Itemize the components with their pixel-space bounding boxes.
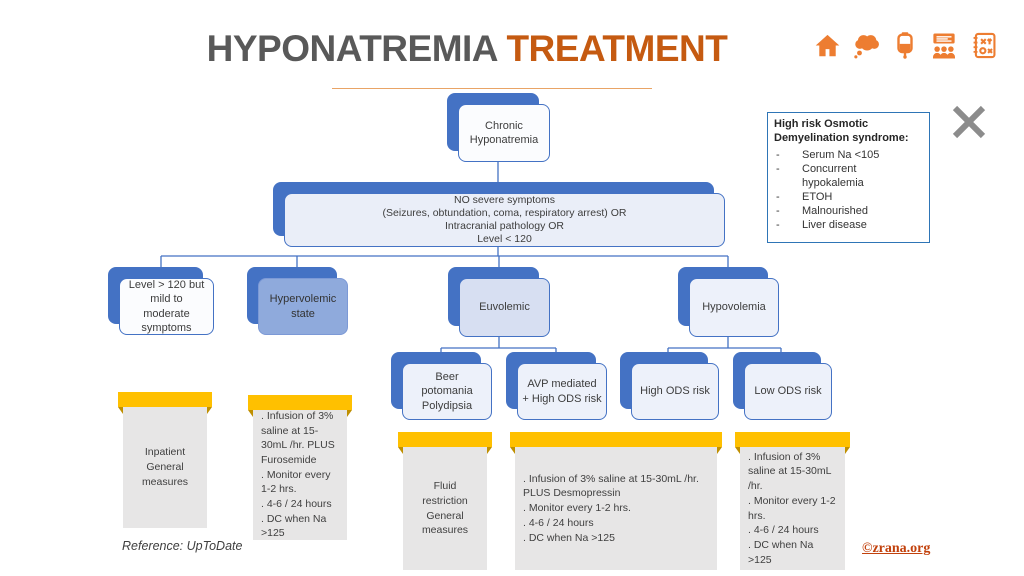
node-label: Chronic Hyponatremia [458,104,550,162]
node-beer-potomania[interactable]: Beer potomania Polydipsia [391,352,492,420]
treatment-hypervolemic: . Infusion of 3% saline at 15-30mL /hr. … [248,395,352,540]
ods-item-text: ETOH [802,190,833,203]
treatment-avp-mediated: . Infusion of 3% saline at 15-30mL /hr. … [510,432,722,570]
tab-fold [717,447,722,454]
tab-fold [347,410,352,417]
list-item: Serum Na <105 [774,148,923,162]
treatment-hypovolemia: . Infusion of 3% saline at 15-30mL /hr. … [735,432,850,570]
credit-link[interactable]: ©zrana.org [862,541,931,556]
ods-item-text: Concurrent hypokalemia [802,162,864,189]
list-item: Liver disease [774,218,923,232]
tab-fold [510,447,515,454]
list-item: Concurrent hypokalemia [774,162,923,190]
node-label: High ODS risk [631,363,719,420]
treatment-text: . Infusion of 3% saline at 15-30mL /hr. … [740,447,845,570]
home-icon[interactable] [814,32,841,59]
ods-risk-note: High risk Osmotic Demyelination syndrome… [767,112,930,243]
list-item: Malnourished [774,204,923,218]
node-euvolemic[interactable]: Euvolemic [448,267,550,337]
node-label: Low ODS risk [744,363,832,420]
node-label: Level > 120 but mild to moderate symptom… [119,278,214,335]
treatment-tab [118,392,212,407]
page-title-orange: TREATMENT [506,28,728,69]
strategy-notebook-icon[interactable] [970,31,998,60]
treatment-tab [248,395,352,410]
tab-fold [118,407,123,414]
node-label: AVP mediated + High ODS risk [517,363,607,420]
node-avp-mediated[interactable]: AVP mediated + High ODS risk [506,352,607,420]
treatment-inpatient-measures: Inpatient General measures [118,392,212,528]
tab-fold [735,447,740,454]
ods-note-title: High risk Osmotic Demyelination syndrome… [774,118,909,144]
treatment-text: Fluid restriction General measures [403,447,487,570]
iv-bag-icon[interactable] [892,31,918,60]
node-label: Beer potomania Polydipsia [402,363,492,420]
node-hypovolemia[interactable]: Hypovolemia [678,267,779,337]
ods-item-text: Malnourished [802,205,869,218]
node-low-ods-risk[interactable]: Low ODS risk [733,352,832,420]
node-label: Hypovolemia [689,278,779,337]
nav-icon-row [814,31,998,60]
treatment-tab [510,432,722,447]
tab-fold [207,407,212,414]
reference-text: Reference: UpToDate [122,539,243,553]
tab-fold [248,410,253,417]
node-level-over-120[interactable]: Level > 120 but mild to moderate symptom… [108,267,214,335]
close-icon[interactable] [950,104,988,145]
page-title-gray: HYPONATREMIA [206,28,498,69]
page-title: HYPONATREMIA TREATMENT [0,28,934,70]
treatment-text: Inpatient General measures [123,407,207,528]
node-label: NO severe symptoms (Seizures, obtundatio… [284,193,725,247]
ods-item-text: Serum Na <105 [802,148,880,161]
ods-item-text: Liver disease [802,219,867,232]
title-underline [332,88,652,89]
node-label: Hypervolemic state [258,278,348,335]
treatment-text: . Infusion of 3% saline at 15-30mL /hr. … [515,447,717,570]
thought-cloud-icon[interactable] [852,31,881,60]
tab-fold [398,447,403,454]
treatment-text: . Infusion of 3% saline at 15-30mL /hr. … [253,410,347,540]
tab-fold [487,447,492,454]
presentation-audience-icon[interactable] [929,32,959,60]
treatment-tab [398,432,492,447]
list-item: ETOH [774,190,923,204]
node-hypervolemic[interactable]: Hypervolemic state [247,267,348,335]
treatment-fluid-restriction: Fluid restriction General measures [398,432,492,570]
node-chronic-hyponatremia[interactable]: Chronic Hyponatremia [447,93,550,162]
treatment-tab [735,432,850,447]
tab-fold [845,447,850,454]
node-label: Euvolemic [459,278,550,337]
node-criteria[interactable]: NO severe symptoms (Seizures, obtundatio… [273,182,725,247]
node-high-ods-risk[interactable]: High ODS risk [620,352,719,420]
